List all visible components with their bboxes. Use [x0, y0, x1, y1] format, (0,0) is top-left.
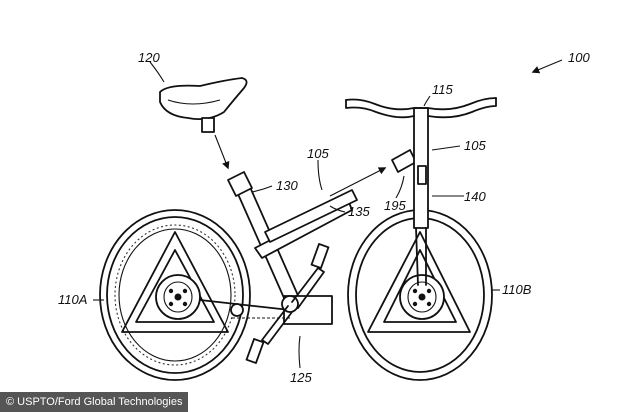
label-125: 125 — [290, 370, 312, 385]
label-115: 115 — [432, 82, 453, 97]
handlebar — [345, 97, 497, 119]
image-credit: © USPTO/Ford Global Technologies — [0, 392, 189, 412]
label-195: 195 — [384, 198, 406, 213]
label-105-top-tube: 105 — [307, 146, 329, 161]
label-140: 140 — [464, 189, 486, 204]
seat — [159, 77, 248, 133]
label-120: 120 — [138, 50, 160, 65]
rear-wheel — [99, 209, 251, 381]
leader-lines — [92, 59, 563, 369]
label-110B: 110B — [502, 282, 532, 297]
label-100: 100 — [568, 50, 590, 65]
label-110A: 110A — [58, 292, 87, 307]
label-105-head: 105 — [464, 138, 486, 153]
label-135: 135 — [348, 204, 370, 219]
label-130: 130 — [276, 178, 298, 193]
front-wheel — [347, 209, 493, 381]
frame — [199, 107, 429, 311]
drive-assembly — [230, 243, 333, 364]
